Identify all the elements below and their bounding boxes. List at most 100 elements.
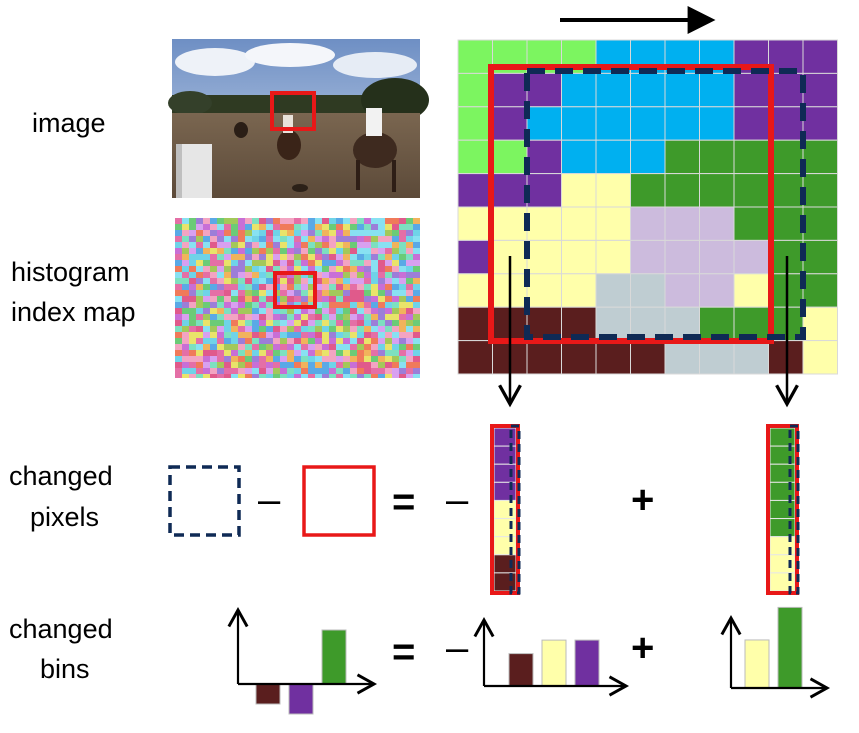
index-map-patch <box>217 230 224 236</box>
index-map-patch <box>231 362 238 368</box>
index-map-patch <box>203 326 210 332</box>
index-map-patch <box>294 320 301 326</box>
index-map-patch <box>287 236 294 242</box>
index-map-patch <box>231 320 238 326</box>
index-map-patch <box>238 266 245 272</box>
index-map-patch <box>322 320 329 326</box>
index-map-patch <box>315 350 322 356</box>
grid-cell <box>768 106 804 141</box>
index-map-patch <box>364 368 371 374</box>
index-map-patch <box>259 224 266 230</box>
index-map-patch <box>189 254 196 260</box>
index-map-patch <box>266 374 273 378</box>
index-map-patch <box>315 368 322 374</box>
index-map-patch <box>266 320 273 326</box>
index-map-patch <box>217 320 224 326</box>
index-map-patch <box>350 344 357 350</box>
index-map-patch <box>301 350 308 356</box>
index-map-patch <box>245 356 252 362</box>
grid-cell <box>595 206 631 241</box>
index-map-patch <box>308 344 315 350</box>
index-map-patch <box>273 326 280 332</box>
index-map-patch <box>182 374 189 378</box>
index-map-patch <box>371 248 378 254</box>
index-map-patch <box>210 230 217 236</box>
index-map-patch <box>238 344 245 350</box>
index-map-patch <box>217 290 224 296</box>
index-map-patch <box>210 374 217 378</box>
grid-cell <box>561 106 597 141</box>
index-map-patch <box>280 254 287 260</box>
index-map-patch <box>280 236 287 242</box>
index-map-patch <box>224 284 231 290</box>
index-map-patch <box>371 236 378 242</box>
index-map-patch <box>252 278 259 284</box>
index-map-patch <box>280 320 287 326</box>
index-map-patch <box>301 248 308 254</box>
strip-cell <box>493 445 517 465</box>
index-map-patch <box>266 266 273 272</box>
index-map-patch <box>189 308 196 314</box>
histogram-bar <box>288 683 314 715</box>
index-map-patch <box>231 260 238 266</box>
minus-sign-2: – <box>446 478 469 522</box>
index-map-patch <box>378 344 385 350</box>
index-map-patch <box>203 356 210 362</box>
index-map-patch <box>406 272 413 278</box>
strip-cell <box>493 518 517 538</box>
index-map-patch <box>266 296 273 302</box>
index-map-patch <box>175 248 182 254</box>
index-map-patch <box>378 314 385 320</box>
index-map-patch <box>301 374 308 378</box>
index-map-patch <box>385 254 392 260</box>
index-map-patch <box>364 362 371 368</box>
index-map-patch <box>287 218 294 224</box>
index-map-patch <box>343 344 350 350</box>
index-map-patch <box>196 374 203 378</box>
index-map-patch <box>259 356 266 362</box>
index-map-patch <box>266 332 273 338</box>
index-map-patch <box>175 314 182 320</box>
label-histogram-line1: histogram <box>11 257 130 287</box>
strip-cell <box>493 554 517 574</box>
grid-cell <box>664 340 700 375</box>
index-map-patch <box>371 218 378 224</box>
index-map-patch <box>364 332 371 338</box>
index-map-patch <box>308 218 315 224</box>
index-map-patch <box>378 248 385 254</box>
index-map-patch <box>280 368 287 374</box>
index-map-patch <box>364 326 371 332</box>
grid-cell <box>664 239 700 275</box>
index-map-patch <box>189 344 196 350</box>
index-map-patch <box>350 368 357 374</box>
index-map-patch <box>231 308 238 314</box>
grid-cell <box>561 72 597 108</box>
index-map-patch <box>273 344 280 350</box>
index-map-patch <box>329 284 336 290</box>
index-map-patch <box>343 242 350 248</box>
strip-cell <box>493 427 517 447</box>
index-map-patch <box>399 320 406 326</box>
index-map-patch <box>322 236 329 242</box>
added-bins-chart <box>720 606 831 699</box>
index-map-patch <box>217 302 224 308</box>
index-map-patch <box>357 224 364 230</box>
index-map-patch <box>203 284 210 290</box>
index-map-patch <box>343 236 350 242</box>
index-map-patch <box>406 236 413 242</box>
index-map-patch <box>224 374 231 378</box>
index-map-patch <box>280 290 287 296</box>
index-map-patch <box>224 326 231 332</box>
index-map-patch <box>371 338 378 344</box>
index-map-patch <box>287 308 294 314</box>
index-map-patch <box>364 356 371 362</box>
index-map-patch <box>301 242 308 248</box>
index-map-patch <box>175 254 182 260</box>
index-map-patch <box>364 272 371 278</box>
index-map-patch <box>378 230 385 236</box>
grid-cell <box>699 106 735 141</box>
index-map-patch <box>259 236 266 242</box>
index-map-patch <box>210 332 217 338</box>
index-map-patch <box>350 278 357 284</box>
grid-cell <box>699 340 735 375</box>
